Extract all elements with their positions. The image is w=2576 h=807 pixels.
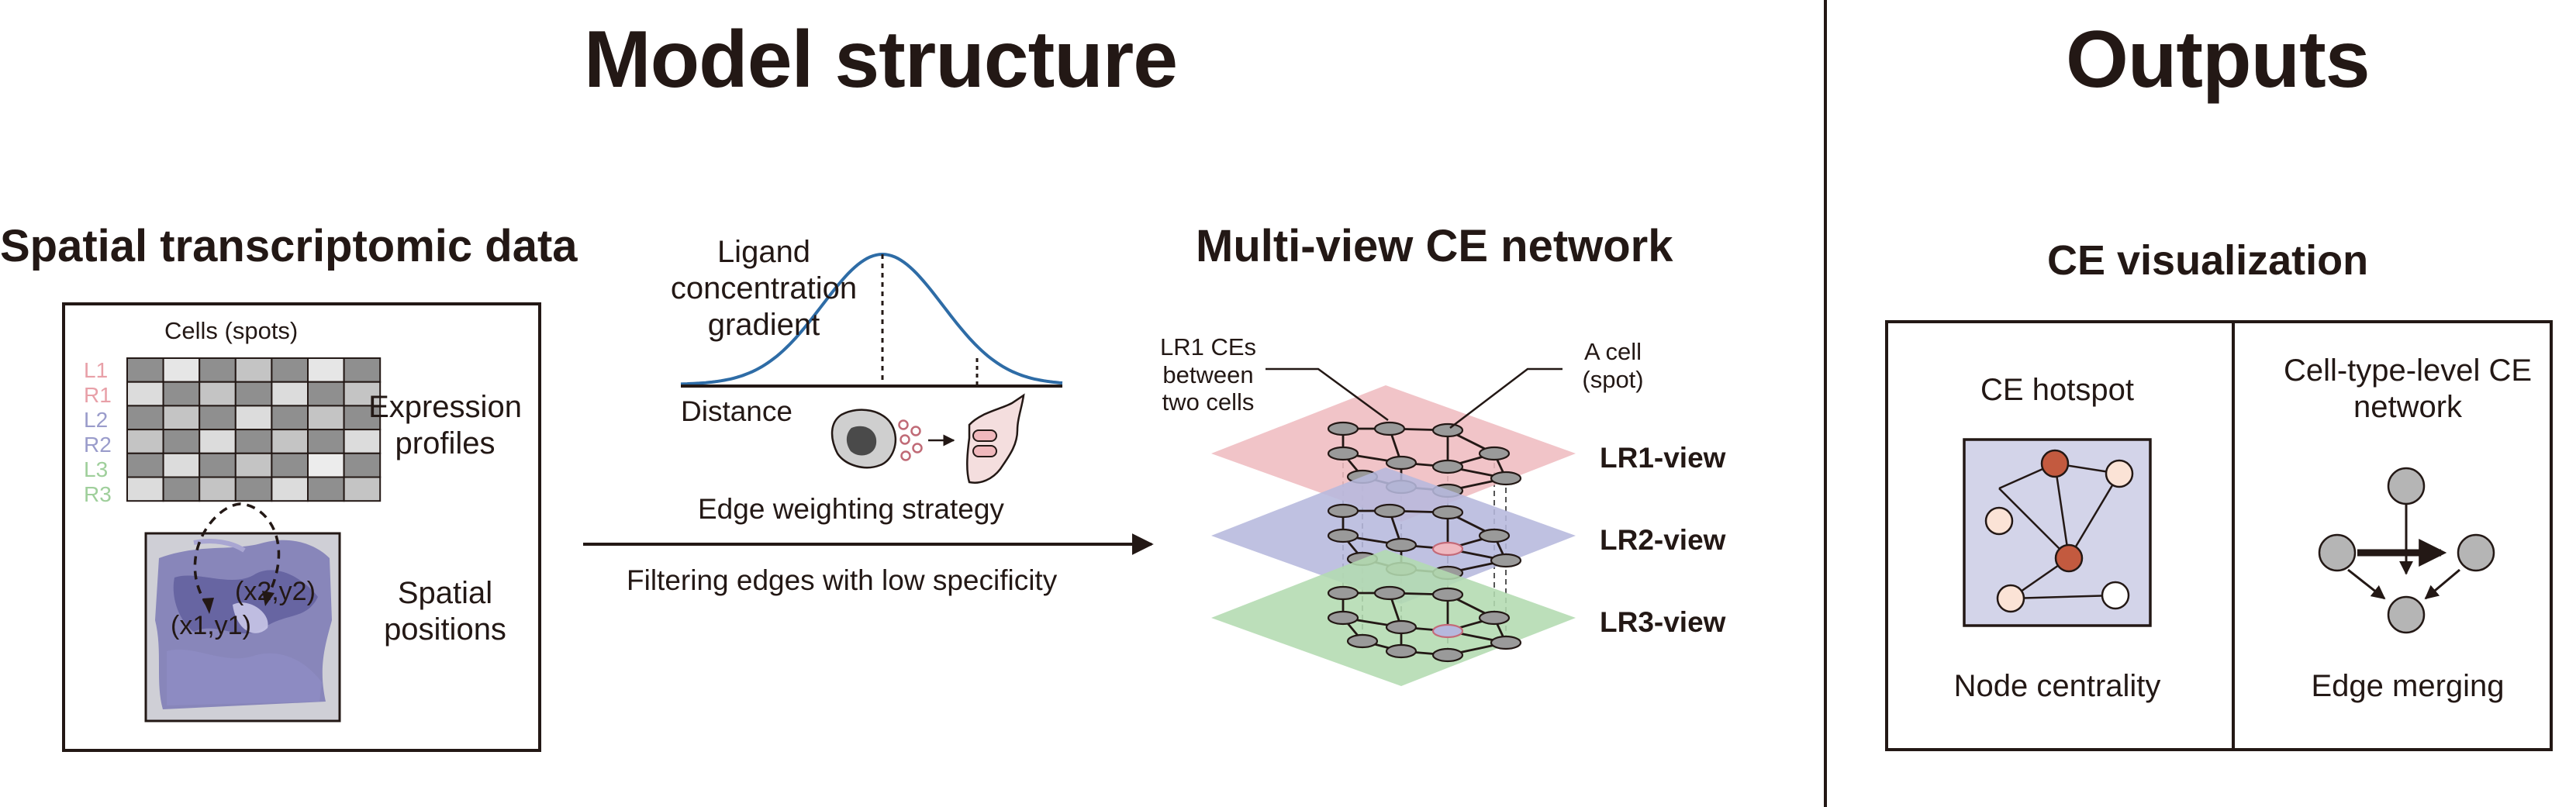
matrix-cell bbox=[307, 429, 345, 454]
matrix-cell bbox=[307, 381, 345, 407]
matrix-cell bbox=[343, 381, 382, 407]
coord-2: (x2,y2) bbox=[235, 577, 316, 606]
matrix-cell bbox=[126, 429, 164, 454]
ligand-diffusion-icon bbox=[830, 393, 1025, 484]
gene-label: R1 bbox=[84, 383, 112, 407]
outputs-box bbox=[1885, 320, 2553, 751]
multiview-network bbox=[1211, 385, 1576, 686]
lr3-view-label: LR3-view bbox=[1600, 606, 1726, 638]
tissue-image bbox=[144, 532, 341, 723]
annotation-lr1-ces: LR1 CEs between two cells bbox=[1159, 333, 1257, 416]
matrix-cell bbox=[162, 357, 201, 383]
matrix-cell bbox=[199, 452, 237, 478]
distance-label: Distance bbox=[681, 395, 792, 427]
matrix-cell bbox=[162, 476, 201, 502]
matrix-cell bbox=[126, 405, 164, 431]
matrix-cell bbox=[162, 405, 201, 431]
matrix-cell bbox=[162, 381, 201, 407]
matrix-cell bbox=[199, 429, 237, 454]
matrix-cell bbox=[126, 476, 164, 502]
matrix-cell bbox=[271, 357, 309, 383]
network-view-3 bbox=[1211, 550, 1576, 686]
gene-label: L3 bbox=[84, 457, 109, 481]
annotation-a-cell: A cell (spot) bbox=[1582, 338, 1644, 393]
spatial-data-box bbox=[62, 302, 541, 752]
gene-label: L2 bbox=[84, 408, 109, 432]
matrix-cell bbox=[199, 381, 237, 407]
network-title: Multi-view CE network bbox=[1196, 221, 1673, 271]
celltype-caption: Edge merging bbox=[2311, 669, 2505, 703]
celltype-title: Cell-type-level CE network bbox=[2283, 353, 2533, 425]
ligand-gradient-plot bbox=[680, 252, 1063, 388]
matrix-cell bbox=[307, 476, 345, 502]
matrix-cell bbox=[234, 429, 273, 454]
expression-profiles-label: Expression profiles bbox=[368, 390, 522, 461]
annotation-lr1-pointer bbox=[1266, 367, 1389, 422]
matrix-cell bbox=[271, 381, 309, 407]
matrix-cell bbox=[343, 476, 382, 502]
celltype-network-graph bbox=[2318, 467, 2495, 634]
matrix-cell bbox=[126, 381, 164, 407]
filtering-edges-label: Filtering edges with low specificity bbox=[627, 564, 1058, 596]
matrix-cell bbox=[271, 405, 309, 431]
lr1-view-label: LR1-view bbox=[1600, 442, 1726, 474]
matrix-cell bbox=[126, 357, 164, 383]
cells-label: Cells (spots) bbox=[164, 317, 299, 344]
cell-pair-arc bbox=[193, 502, 281, 607]
matrix-cell bbox=[307, 405, 345, 431]
matrix-cell bbox=[162, 452, 201, 478]
matrix-cell bbox=[199, 357, 237, 383]
network-view-2 bbox=[1211, 467, 1576, 604]
matrix-cell bbox=[307, 452, 345, 478]
header-model-structure: Model structure bbox=[584, 15, 1178, 105]
matrix-cell bbox=[271, 452, 309, 478]
matrix-cell bbox=[234, 476, 273, 502]
matrix-cell bbox=[234, 452, 273, 478]
expression-matrix bbox=[126, 357, 382, 502]
edge-weighting-label: Edge weighting strategy bbox=[698, 493, 1004, 525]
ligand-gradient-label: Ligand concentration gradient bbox=[670, 235, 858, 343]
matrix-cell bbox=[343, 405, 382, 431]
gene-label: L1 bbox=[84, 358, 109, 382]
spatial-positions-label: Spatial positions bbox=[384, 576, 506, 647]
annotation-cell-pointer bbox=[1449, 367, 1563, 429]
hotspot-caption: Node centrality bbox=[1953, 669, 2161, 703]
matrix-cell bbox=[271, 429, 309, 454]
matrix-cell bbox=[162, 429, 201, 454]
coord-1: (x1,y1) bbox=[171, 611, 251, 640]
lr2-view-label: LR2-view bbox=[1600, 524, 1726, 556]
matrix-cell bbox=[234, 405, 273, 431]
matrix-cell bbox=[271, 476, 309, 502]
matrix-cell bbox=[234, 381, 273, 407]
ce-visualization-title: CE visualization bbox=[2047, 237, 2369, 284]
matrix-cell bbox=[126, 452, 164, 478]
matrix-cell bbox=[199, 476, 237, 502]
matrix-cell bbox=[343, 357, 382, 383]
hotspot-graph bbox=[1963, 438, 2152, 627]
matrix-cell bbox=[343, 452, 382, 478]
hotspot-title: CE hotspot bbox=[1980, 373, 2134, 407]
header-outputs: Outputs bbox=[2066, 15, 2371, 105]
matrix-cell bbox=[234, 357, 273, 383]
matrix-cell bbox=[199, 405, 237, 431]
spatial-data-title: Spatial transcriptomic data bbox=[0, 221, 578, 271]
gene-label: R2 bbox=[84, 433, 112, 457]
gene-label: R3 bbox=[84, 482, 112, 506]
matrix-cell bbox=[307, 357, 345, 383]
